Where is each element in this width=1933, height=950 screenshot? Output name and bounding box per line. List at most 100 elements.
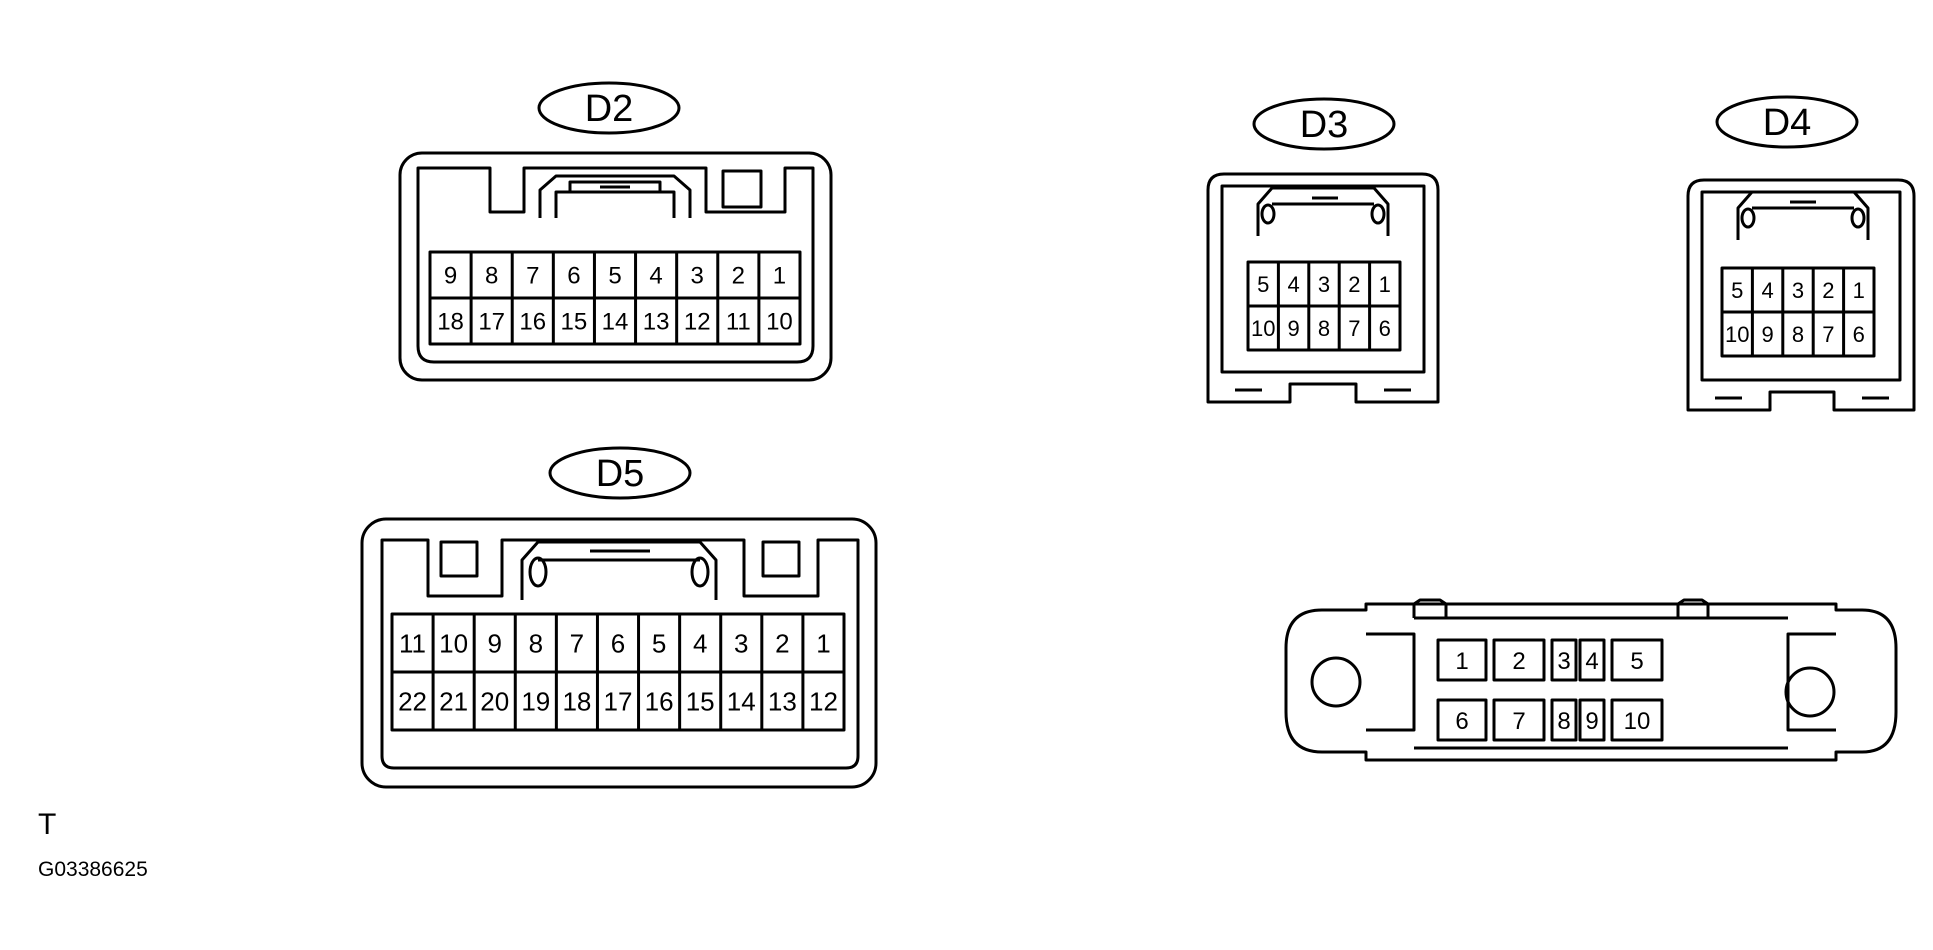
connector-d3-pin-7: 7 <box>1348 316 1360 341</box>
connector-d5-pin-4: 4 <box>693 628 707 658</box>
connector-d4-label-oval <box>1715 95 1859 149</box>
connector-d5-pin-10: 10 <box>439 628 468 658</box>
connector-d5-pin-2: 2 <box>775 628 789 658</box>
connector-d2-pin-17: 17 <box>478 309 505 336</box>
connector-d2-pin-11: 11 <box>726 309 751 336</box>
connector-d2-pin-6: 6 <box>567 263 580 290</box>
connector-dlc-pin-2: 2 <box>1512 648 1525 675</box>
connector-d2-pin-8: 8 <box>485 263 498 290</box>
connector-dlc-pin-box-6 <box>1436 698 1488 742</box>
connector-d4-label: D4 <box>1763 102 1812 144</box>
connector-d3-pin-8: 8 <box>1318 316 1330 341</box>
connector-d4 <box>1686 95 1916 412</box>
connector-d3-pin-2: 2 <box>1348 272 1360 297</box>
connector-dlc-pin-box-8 <box>1550 698 1578 742</box>
connector-dlc-pin-5: 5 <box>1630 648 1643 675</box>
connector-d5-pin-22: 22 <box>398 686 427 716</box>
connector-d3-latch-hole-left <box>1260 203 1276 225</box>
connector-dlc-pin-1: 1 <box>1455 648 1468 675</box>
connector-d4-pin-6: 6 <box>1853 322 1865 347</box>
connector-d3-inner-outline <box>1220 184 1426 374</box>
connector-dlc-outer-body <box>1284 602 1898 762</box>
connector-d3-housing <box>1206 172 1440 404</box>
figure-code: G03386625 <box>38 858 148 881</box>
connector-d2-latch <box>538 174 692 218</box>
connector-d2-pin-2: 2 <box>732 263 745 290</box>
connector-d5-label: D5 <box>596 453 645 495</box>
connector-d2-pin-3: 3 <box>691 263 704 290</box>
connector-d2-pin-15: 15 <box>561 309 588 336</box>
footer-letter: T <box>38 808 57 841</box>
connector-dlc-pin-boxes <box>1436 638 1664 742</box>
connector-d4-pin-5: 5 <box>1731 278 1743 303</box>
connector-dlc-pin-6: 6 <box>1455 708 1468 735</box>
connector-dlc-pin-box-9 <box>1578 698 1606 742</box>
connector-d5-pin-20: 20 <box>480 686 509 716</box>
connector-d4-latch-hole-left <box>1740 207 1756 229</box>
connector-d5 <box>360 446 878 789</box>
connector-d4-pin-9: 9 <box>1761 322 1773 347</box>
connector-d5-pin-9: 9 <box>487 628 501 658</box>
connector-dlc <box>1284 598 1898 762</box>
connector-d2-pin-4: 4 <box>649 263 662 290</box>
connector-d4-pin-8: 8 <box>1792 322 1804 347</box>
connector-dlc-pin-9: 9 <box>1585 708 1598 735</box>
connector-d5-inner-outline <box>380 538 860 770</box>
connector-d2-housing <box>398 151 833 382</box>
connector-d5-latch-hole-right <box>690 556 710 588</box>
connector-dlc-top-tab-right <box>1676 598 1710 618</box>
connector-dlc-pin-4: 4 <box>1585 648 1598 675</box>
connector-d3-pin-10: 10 <box>1251 316 1275 341</box>
connector-dlc-mount-hole-right <box>1784 666 1836 718</box>
connector-dlc-pin-7: 7 <box>1512 708 1525 735</box>
connector-d5-pin-21: 21 <box>439 686 468 716</box>
connector-d3-label: D3 <box>1300 104 1349 146</box>
connector-d2-grid-lines <box>469 252 761 344</box>
connector-dlc-pin-box-10 <box>1610 698 1664 742</box>
connector-dlc-top-tab-left <box>1412 598 1448 618</box>
connector-d5-grid-lines <box>431 614 805 730</box>
connector-d3-pin-3: 3 <box>1318 272 1330 297</box>
connector-dlc-pin-box-7 <box>1492 698 1546 742</box>
connector-d5-pin-16: 16 <box>645 686 674 716</box>
connector-d2 <box>398 81 833 382</box>
connector-d2-pin-1: 1 <box>773 263 786 290</box>
connector-d4-grid-lines <box>1750 268 1846 356</box>
connector-d5-label-oval <box>548 446 692 500</box>
connector-d2-key-square <box>721 169 763 209</box>
connector-d5-latch <box>520 540 718 600</box>
connector-d3-label-oval <box>1252 97 1396 151</box>
connector-d2-pin-5: 5 <box>608 263 621 290</box>
connector-dlc-mount-hole-left <box>1310 656 1362 708</box>
connector-d3-pin-5: 5 <box>1257 272 1269 297</box>
connector-d2-pin-14: 14 <box>602 309 629 336</box>
connector-d5-pin-15: 15 <box>686 686 715 716</box>
connector-d5-pin-17: 17 <box>604 686 633 716</box>
connector-d4-pin-3: 3 <box>1792 278 1804 303</box>
connector-d2-pin-10: 10 <box>766 309 793 336</box>
connector-d5-key-square-left <box>439 540 479 578</box>
connector-dlc-pin-box-4 <box>1578 638 1606 682</box>
connector-d4-pin-10: 10 <box>1725 322 1749 347</box>
connector-d4-pin-1: 1 <box>1853 278 1865 303</box>
connector-d5-pin-19: 19 <box>521 686 550 716</box>
connector-d2-inner-outline <box>416 166 815 364</box>
connector-d3-grid-lines <box>1276 262 1372 350</box>
connector-dlc-inner-body <box>1366 632 1416 732</box>
connector-d3-pin-6: 6 <box>1379 316 1391 341</box>
connector-d5-pin-3: 3 <box>734 628 748 658</box>
connector-d5-pin-11: 11 <box>399 628 426 658</box>
connector-d4-latch-hole-right <box>1850 207 1866 229</box>
connector-d3-latch-hole-right <box>1370 203 1386 225</box>
connector-d5-latch-hole-left <box>528 556 548 588</box>
connector-dlc-pin-10: 10 <box>1624 708 1651 735</box>
connector-d2-pin-16: 16 <box>519 309 546 336</box>
connector-d3-pin-9: 9 <box>1287 316 1299 341</box>
connector-dlc-pin-3: 3 <box>1557 648 1570 675</box>
connector-d2-pin-18: 18 <box>437 309 464 336</box>
connector-d5-key-square-right <box>761 540 801 578</box>
connector-d5-pin-7: 7 <box>570 628 584 658</box>
connector-d5-pin-13: 13 <box>768 686 797 716</box>
connector-d2-pin-12: 12 <box>684 309 711 336</box>
